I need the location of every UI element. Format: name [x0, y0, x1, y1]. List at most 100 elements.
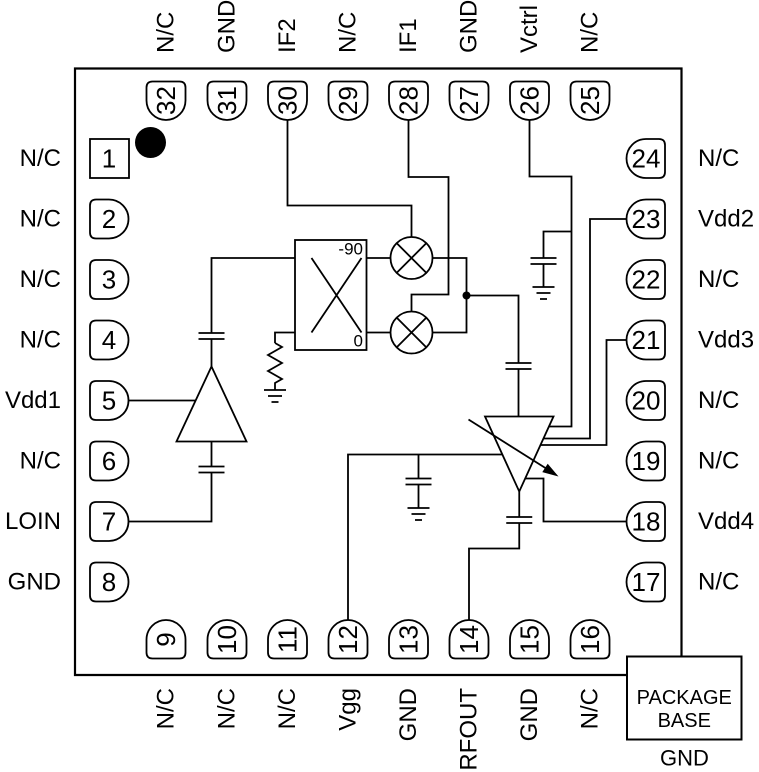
vga-gain-arrowhead-icon [542, 463, 559, 477]
pin-label: IF1 [395, 18, 422, 53]
hybrid-cross-lines [310, 257, 363, 334]
pin-number: 20 [632, 386, 661, 416]
pin-label: N/C [214, 688, 241, 729]
pin-number: 1 [102, 144, 116, 174]
pin-9: 9N/C [145, 619, 187, 729]
pin-label: Vdd2 [698, 206, 754, 233]
ground-icon [531, 286, 556, 300]
package-base-box [626, 655, 743, 741]
pin-number: 21 [632, 325, 661, 355]
pin-number: 29 [333, 86, 363, 115]
pin-label: N/C [698, 145, 739, 172]
pin-label: N/C [153, 12, 180, 53]
pin-number: 8 [102, 567, 116, 597]
pin-number: 31 [212, 86, 242, 115]
pin-number: 22 [632, 265, 661, 295]
ground-icon [406, 507, 431, 521]
pin-number: 2 [102, 204, 116, 234]
pin-number: 14 [454, 625, 484, 654]
pin-4: 4 N/C [20, 319, 130, 361]
pin-number: 12 [333, 625, 363, 654]
pin-label: N/C [698, 387, 739, 414]
pin-28: 28 IF1 [388, 18, 429, 121]
pin-label: N/C [20, 266, 61, 293]
hybrid-90deg-box [294, 239, 368, 351]
pin-label: N/C [698, 266, 739, 293]
wire-vdd3 [540, 339, 627, 446]
pin-label: GND [456, 0, 483, 53]
package-base-label-line1: PACKAGE [637, 687, 732, 709]
pin-number: 27 [454, 86, 484, 115]
wire-vgg [347, 453, 503, 620]
pin-label: GND [8, 569, 61, 596]
pin-number: 32 [151, 86, 181, 115]
pin-11: 11N/C [267, 619, 308, 729]
pin-6: 6N/C [20, 440, 130, 482]
hybrid-port-label: -90 [338, 240, 363, 259]
lo-amplifier-icon [175, 364, 248, 443]
pin-label: RFOUT [456, 688, 483, 771]
pin-number: 15 [515, 625, 545, 654]
pin-label: N/C [153, 688, 180, 729]
pin-label: N/C [698, 569, 739, 596]
package-base-label-line2: BASE [658, 710, 711, 732]
pin-number: 26 [515, 86, 545, 115]
wire-lo-amp-out [210, 257, 312, 367]
mixer-i-icon [389, 236, 434, 280]
junction-dot [462, 291, 471, 300]
wire-vctrl-bypass [542, 230, 572, 287]
pin-number: 10 [212, 625, 242, 654]
pin-2: 2 N/C [20, 198, 130, 240]
wire-rfout [468, 491, 521, 620]
pin-26: 26 Vctrl [509, 5, 550, 121]
chip-outline [73, 67, 683, 677]
pin-label: N/C [20, 448, 61, 475]
pin-1: 1N/C [20, 138, 130, 179]
vga-gain-arrow-icon [468, 418, 548, 470]
pin-25: 25N/C [569, 12, 611, 121]
pin-label: GND [395, 688, 422, 741]
pin-label: IF2 [274, 18, 301, 53]
pin-number: 16 [575, 625, 605, 654]
pin-label: N/C [20, 206, 61, 233]
pin-number: 18 [632, 507, 661, 537]
pin-number: 4 [102, 325, 116, 355]
pin-shape [89, 138, 130, 179]
pin-label: N/C [20, 327, 61, 354]
pin-label: Vgg [335, 688, 362, 731]
ground-icon [263, 389, 287, 403]
pin-8: 8 GND [8, 561, 130, 603]
pin-20: 20 N/C [625, 380, 739, 421]
pin-32: 32 N/C [145, 12, 187, 121]
pin-number: 3 [102, 265, 116, 295]
pin-29: 29N/C [327, 12, 369, 121]
wire-vdd4 [525, 477, 627, 523]
capacitor-icon [197, 332, 226, 340]
pin-27: 27 GND [448, 0, 490, 121]
wire-vctrl [528, 120, 573, 428]
pin-label: N/C [577, 688, 604, 729]
pin-16: 16N/C [569, 619, 611, 729]
pin-number: 19 [632, 446, 661, 476]
pin-label: Vdd1 [5, 387, 61, 414]
capacitor-icon [505, 516, 534, 524]
pin-label: Vctrl [516, 5, 543, 53]
pin-number: 28 [394, 86, 424, 115]
pin-31: 31 GND [206, 0, 248, 121]
vga-amplifier-icon [483, 415, 555, 494]
pin-label: GND [214, 0, 241, 53]
package-base: PACKAGE BASE GND [626, 655, 743, 771]
pin-label: LOIN [5, 508, 61, 535]
